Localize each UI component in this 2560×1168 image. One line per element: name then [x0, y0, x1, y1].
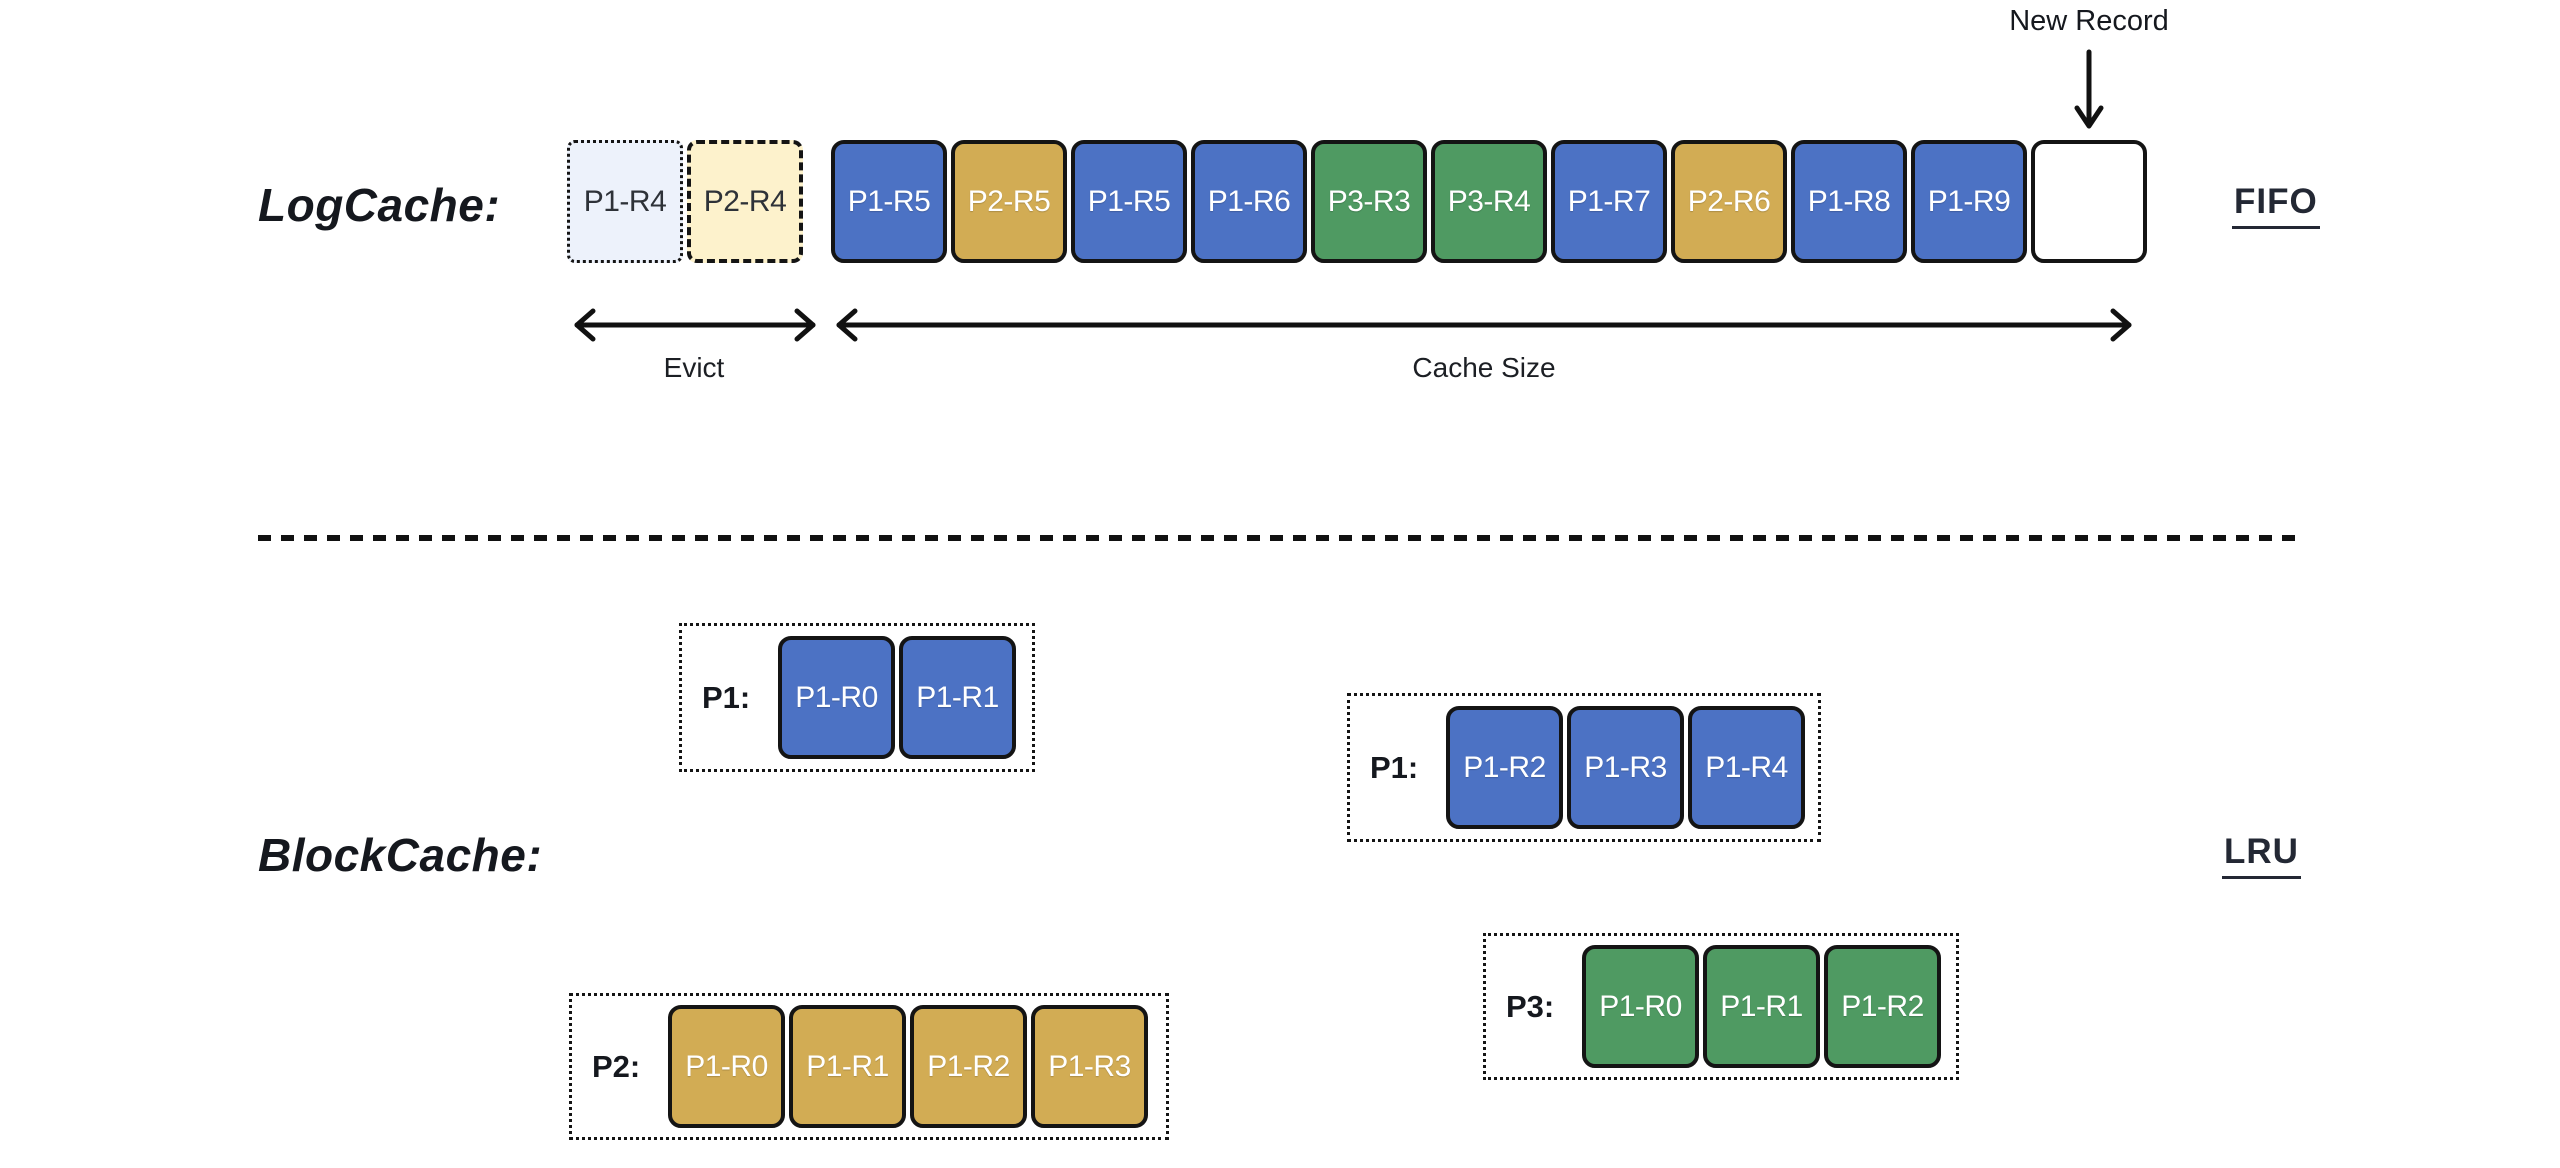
cache-size-label: Cache Size [1412, 352, 1556, 383]
block-group-p3: P3: P1-R0 P1-R1 P1-R2 [1483, 933, 1959, 1080]
cache-cell: P1-R4 [1688, 706, 1805, 829]
group-cells: P1-R0 P1-R1 [778, 636, 1016, 759]
group-label: P1: [1370, 749, 1419, 785]
group-cells: P1-R0 P1-R1 P1-R2 [1582, 945, 1941, 1068]
cache-cell: P3-R4 [1431, 140, 1547, 263]
lru-policy-label: LRU [2222, 832, 2301, 879]
section-divider [258, 535, 2302, 541]
cell-label: P1-R2 [1463, 750, 1546, 784]
cell-label: P1-R5 [847, 184, 931, 218]
cell-label: P1-R2 [1841, 989, 1924, 1023]
cache-size-arrow [836, 308, 2132, 342]
cache-cell: P1-R2 [1824, 945, 1941, 1068]
block-group-p2: P2: P1-R0 P1-R1 P1-R2 P1-R3 [569, 993, 1169, 1140]
cell-label: P1-R1 [1720, 989, 1803, 1023]
cell-label: P1-R3 [1584, 750, 1667, 784]
fifo-policy-label: FIFO [2232, 182, 2320, 229]
cell-label: P1-R0 [685, 1049, 768, 1083]
block-group-p1-recent: P1: P1-R2 P1-R3 P1-R4 [1347, 693, 1821, 842]
cell-label: P2-R4 [703, 184, 787, 218]
group-label: P2: [592, 1048, 641, 1084]
cell-label: P1-R2 [927, 1049, 1010, 1083]
cache-cell: P1-R9 [1911, 140, 2027, 263]
cache-cell: P1-R1 [899, 636, 1016, 759]
cache-cell: P1-R0 [668, 1005, 785, 1128]
block-group-p1-old: P1: P1-R0 P1-R1 [679, 623, 1035, 772]
cache-cell: P1-R7 [1551, 140, 1667, 263]
cache-cell: P1-R4 [567, 140, 683, 263]
cell-label: P1-R8 [1807, 184, 1891, 218]
cache-cell: P3-R3 [1311, 140, 1427, 263]
logcache-title: LogCache: [258, 179, 501, 231]
cell-label: P3-R4 [1447, 184, 1531, 218]
cache-cell: P1-R0 [778, 636, 895, 759]
cache-cell: P2-R5 [951, 140, 1067, 263]
cache-cell: P1-R8 [1791, 140, 1907, 263]
cell-label: P1-R7 [1567, 184, 1651, 218]
cell-label: P1-R0 [1599, 989, 1682, 1023]
blockcache-title: BlockCache: [258, 829, 543, 881]
cache-cell: P1-R2 [910, 1005, 1027, 1128]
empty-slot-cell [2031, 140, 2147, 263]
cache-cell: P1-R5 [831, 140, 947, 263]
group-label: P3: [1506, 988, 1555, 1024]
cache-cell: P1-R0 [1582, 945, 1699, 1068]
cache-cell: P1-R1 [1703, 945, 1820, 1068]
cell-label: P1-R1 [806, 1049, 889, 1083]
cell-label: P1-R6 [1207, 184, 1291, 218]
new-record-arrow [2074, 49, 2104, 129]
new-record-label: New Record [2009, 5, 2169, 37]
cell-label: P1-R1 [916, 680, 999, 714]
cache-cell: P1-R6 [1191, 140, 1307, 263]
cache-cell: P1-R3 [1031, 1005, 1148, 1128]
cell-label: P1-R5 [1087, 184, 1171, 218]
group-cells: P1-R2 P1-R3 P1-R4 [1446, 706, 1805, 829]
cache-cell: P1-R3 [1567, 706, 1684, 829]
cache-cell: P1-R2 [1446, 706, 1563, 829]
logcache-row: P1-R4 P2-R4 P1-R5 P2-R5 P1-R5 P1-R6 P3-R3 P3-R4… [567, 140, 2147, 263]
cache-cell: P1-R5 [1071, 140, 1187, 263]
group-cells: P1-R0 P1-R1 P1-R2 P1-R3 [668, 1005, 1148, 1128]
cache-cell: P1-R1 [789, 1005, 906, 1128]
cell-label: P2-R6 [1687, 184, 1771, 218]
cell-label: P1-R4 [1705, 750, 1788, 784]
evict-arrow [574, 308, 816, 342]
evict-label: Evict [663, 352, 725, 383]
cell-label: P2-R5 [967, 184, 1051, 218]
cell-label: P1-R0 [795, 680, 878, 714]
cell-label: P1-R9 [1927, 184, 2011, 218]
cell-label: P3-R3 [1327, 184, 1411, 218]
cell-label: P1-R4 [583, 184, 667, 218]
cache-cell: P2-R4 [687, 140, 803, 263]
cache-cell: P2-R6 [1671, 140, 1787, 263]
group-label: P1: [702, 679, 751, 715]
cell-label: P1-R3 [1048, 1049, 1131, 1083]
